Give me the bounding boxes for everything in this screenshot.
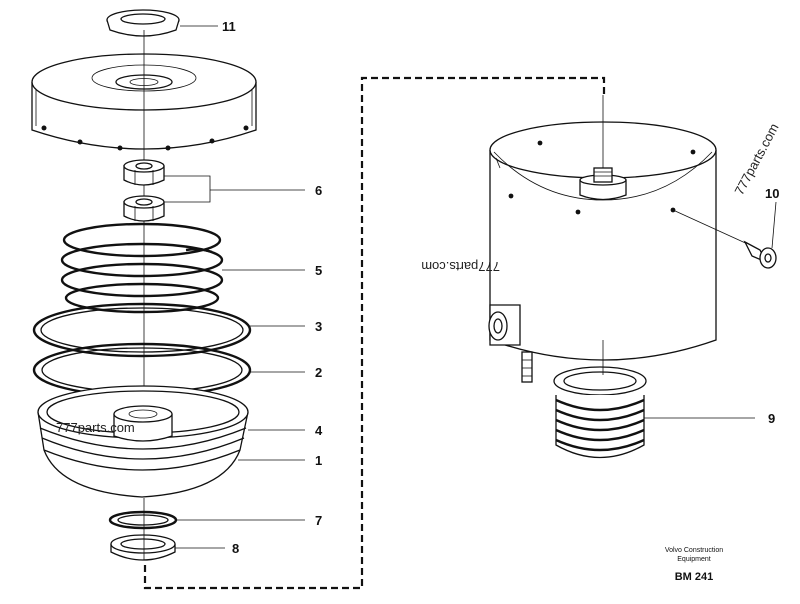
callout-7: 7 xyxy=(315,513,322,528)
callout-3: 3 xyxy=(315,319,322,334)
callout-5: 5 xyxy=(315,263,322,278)
brand-line-1: Volvo Construction xyxy=(665,547,723,554)
callout-11: 11 xyxy=(222,19,236,34)
part-11-cap xyxy=(106,9,180,37)
callout-2: 2 xyxy=(315,365,322,380)
part-7-oring xyxy=(108,510,178,530)
callout-4: 4 xyxy=(315,423,323,438)
drawing-code: BM 241 xyxy=(675,571,714,583)
right-assembly xyxy=(488,95,777,459)
assembly-connection-dashed-line xyxy=(143,76,606,590)
callout-8: 8 xyxy=(232,541,239,556)
brand-line-2: Equipment xyxy=(677,556,711,563)
center-stud xyxy=(579,95,627,201)
callout-labels: 11 6 5 3 2 4 1 7 8 10 9 xyxy=(222,19,779,556)
part-5-spring xyxy=(60,222,224,314)
callout-9: 9 xyxy=(768,411,775,426)
callout-10: 10 xyxy=(765,186,779,201)
watermark-left: 777parts.com xyxy=(56,420,135,435)
footer-block: Volvo Construction Equipment BM 241 xyxy=(665,547,723,583)
part-9-bellows xyxy=(553,340,647,459)
left-assembly xyxy=(31,9,257,561)
part-1-4-bowl xyxy=(37,385,249,498)
part-3-ring xyxy=(32,302,252,358)
part-6-nuts xyxy=(123,159,165,222)
part-10-bolt xyxy=(672,209,777,269)
bottom-stud xyxy=(521,351,533,383)
callout-6: 6 xyxy=(315,183,322,198)
side-port xyxy=(488,304,521,346)
watermark-upside-down: 777parts.com xyxy=(421,259,500,274)
leader-lines xyxy=(164,25,777,549)
callout-1: 1 xyxy=(315,453,322,468)
part-8-washer xyxy=(110,534,176,561)
